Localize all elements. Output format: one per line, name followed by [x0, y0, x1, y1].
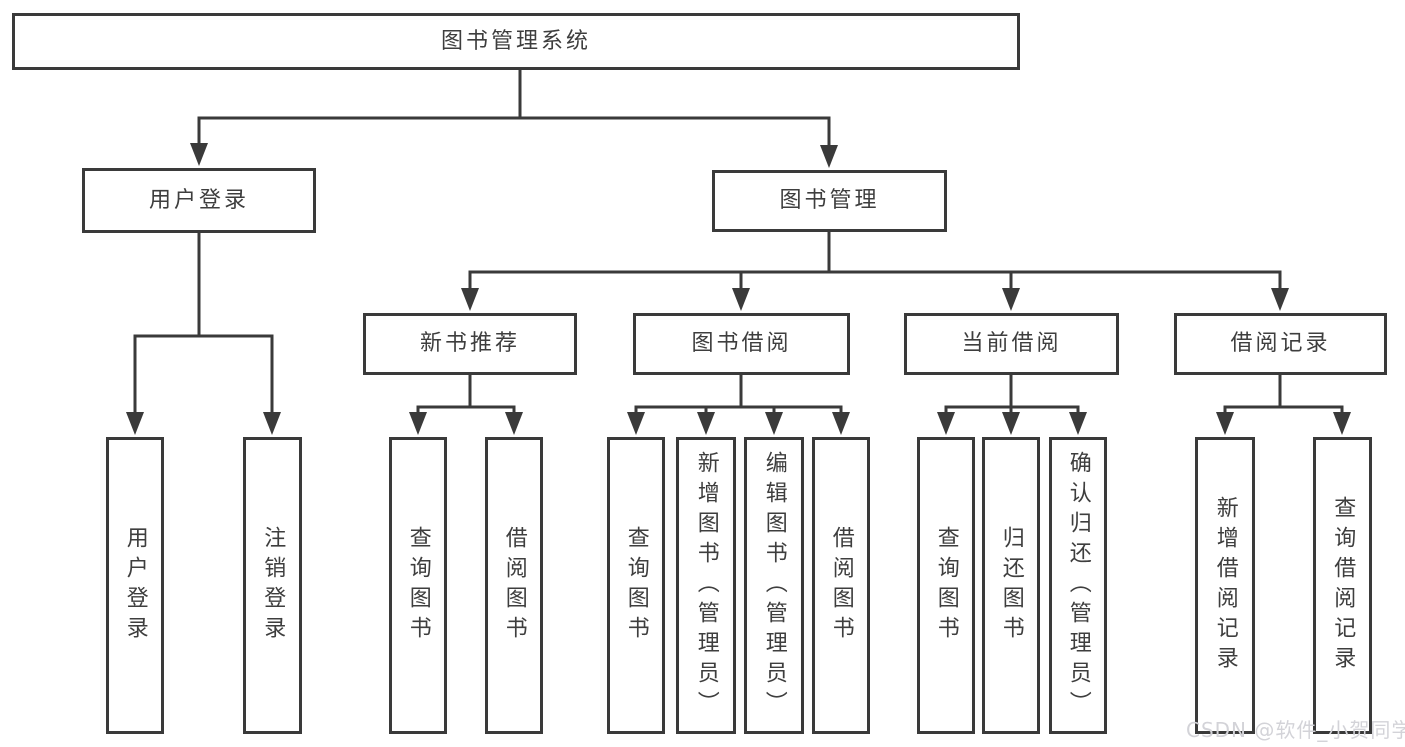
leaf-bb-add-books-admin: 新增图书（管理员）	[676, 437, 736, 734]
arrowhead	[732, 288, 750, 311]
node-new-book-recommend: 新书推荐	[363, 313, 577, 375]
leaf-cb-return-books: 归还图书	[982, 437, 1040, 734]
leaf-bb-borrow-books: 借阅图书	[812, 437, 870, 734]
leaf-logout: 注销登录	[243, 437, 302, 734]
connector-book-borrowing-branch	[634, 373, 843, 415]
arrowhead	[263, 412, 281, 435]
connector-root-to-level2	[197, 68, 831, 148]
node-root: 图书管理系统	[12, 13, 1020, 70]
node-book-borrowing: 图书借阅	[633, 313, 850, 375]
connector-current-borrowing-branch	[944, 373, 1080, 415]
leaf-cb-query-books: 查询图书	[917, 437, 975, 734]
connector-borrow-records-branch	[1223, 373, 1344, 415]
arrowhead	[1216, 412, 1234, 435]
arrowhead	[1069, 412, 1087, 435]
leaf-cb-confirm-return-admin: 确认归还（管理员）	[1049, 437, 1107, 734]
watermark: CSDN @软件_小贺同学	[1186, 718, 1405, 742]
node-borrow-records: 借阅记录	[1174, 313, 1387, 375]
arrowhead	[1333, 412, 1351, 435]
node-current-borrowing: 当前借阅	[904, 313, 1119, 375]
arrowhead	[697, 412, 715, 435]
arrowhead	[1002, 288, 1020, 311]
leaf-bb-edit-books-admin: 编辑图书（管理员）	[744, 437, 804, 734]
arrowhead	[627, 412, 645, 435]
arrowhead	[190, 143, 208, 166]
connector-new-book-recommend-branch	[416, 373, 516, 415]
arrowhead	[937, 412, 955, 435]
leaf-bb-query-books: 查询图书	[607, 437, 665, 734]
arrowheads	[126, 143, 1351, 435]
arrowhead	[765, 412, 783, 435]
leaf-nbr-borrow-books: 借阅图书	[485, 437, 543, 734]
connector-user-login-branch	[133, 231, 274, 415]
connector-book-management-branch	[468, 230, 1282, 291]
arrowhead	[409, 412, 427, 435]
arrowhead	[832, 412, 850, 435]
arrowhead	[461, 288, 479, 311]
leaf-user-login: 用户登录	[106, 437, 164, 734]
leaf-br-add-record: 新增借阅记录	[1195, 437, 1255, 734]
leaf-nbr-query-books: 查询图书	[389, 437, 447, 734]
node-user-login: 用户登录	[82, 168, 316, 233]
arrowhead	[820, 145, 838, 168]
arrowhead	[1002, 412, 1020, 435]
node-book-management: 图书管理	[712, 170, 947, 232]
arrowhead	[1271, 288, 1289, 311]
arrowhead	[126, 412, 144, 435]
arrowhead	[505, 412, 523, 435]
leaf-br-query-record: 查询借阅记录	[1313, 437, 1372, 734]
